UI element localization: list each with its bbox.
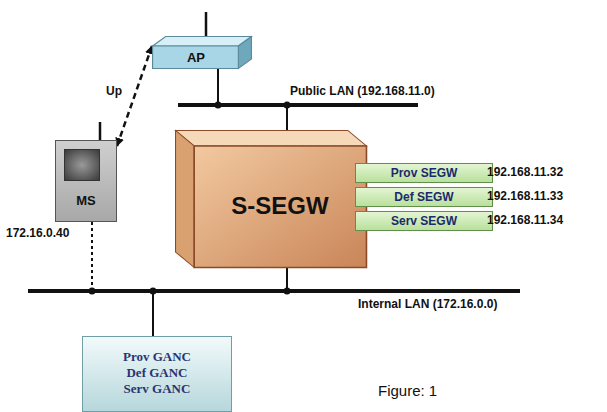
address-label: 192.168.11.34 — [487, 213, 563, 227]
node-text: Public LAN (192.168.11.0) — [290, 84, 435, 98]
access-point-box: AP — [152, 36, 252, 69]
node-text: AP — [152, 48, 240, 67]
ms-antenna — [99, 122, 102, 140]
segw-box: Serv SEGW — [355, 211, 493, 231]
connector — [152, 293, 154, 336]
segw-box: Def SEGW — [355, 187, 493, 207]
node-text: Prov SEGW — [356, 164, 492, 182]
node-text: Internal LAN (172.16.0.0) — [358, 297, 497, 311]
address-label: 172.16.0.40 — [6, 226, 69, 240]
lan-bus: Internal LAN (172.16.0.0) — [28, 289, 520, 293]
node-text: Def GANC — [83, 365, 231, 381]
box-top — [153, 37, 252, 47]
connector — [91, 222, 93, 289]
box-side — [176, 131, 195, 268]
node-text: MS — [56, 193, 116, 208]
mobile-station: MS — [55, 140, 117, 222]
lan-bus: Public LAN (192.168.11.0) — [178, 103, 418, 107]
connector — [217, 69, 219, 103]
edge-label: Up — [104, 84, 124, 98]
connector — [286, 107, 288, 130]
address-label: 192.168.11.33 — [487, 189, 563, 203]
node-text: Serv SEGW — [356, 212, 492, 230]
node-text: Prov GANC — [83, 349, 231, 365]
gateway-box: S-SEGW — [175, 130, 367, 268]
ap-antenna — [205, 12, 208, 36]
node-text: Def SEGW — [356, 188, 492, 206]
box-side — [238, 37, 251, 69]
segw-box: Prov SEGW — [355, 163, 493, 183]
node-text: S-SEGW — [193, 192, 367, 220]
address-label: 192.168.11.32 — [487, 165, 563, 179]
ganc-box: Prov GANCDef GANCServ GANC — [82, 336, 232, 412]
ms-screen — [64, 149, 100, 181]
connector — [286, 268, 288, 289]
node-text: Serv GANC — [83, 381, 231, 397]
figure-caption: Figure: 1 — [378, 382, 437, 399]
box-top — [176, 131, 367, 147]
